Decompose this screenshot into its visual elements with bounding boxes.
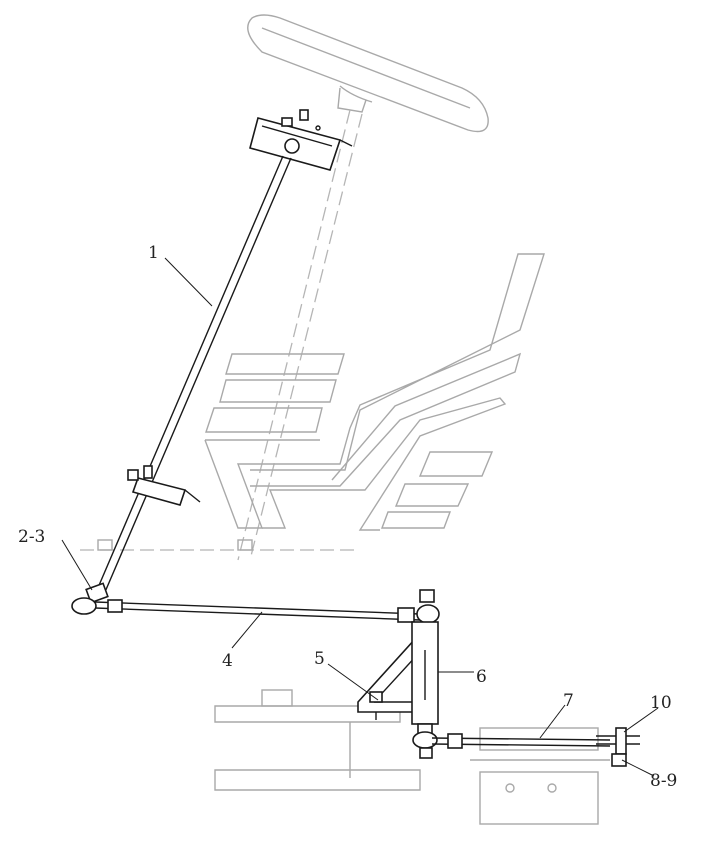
callout-6: 6 <box>476 667 487 687</box>
steering-shaft <box>96 155 292 593</box>
chassis-outline <box>214 689 610 825</box>
steering-wheel-outline <box>237 14 489 561</box>
callout-1: 1 <box>148 243 159 263</box>
callout-4: 4 <box>222 651 233 671</box>
tie-rod <box>412 731 640 759</box>
callout-8-9: 8-9 <box>650 771 677 791</box>
pivot-tube <box>411 621 439 735</box>
universal-joint <box>71 582 109 615</box>
callout-2-3: 2-3 <box>18 527 45 547</box>
floor-mount-line <box>80 539 355 551</box>
logo-outline <box>204 253 545 531</box>
callout-7: 7 <box>563 691 574 711</box>
callout-10: 10 <box>650 693 672 713</box>
upper-clamp <box>249 109 353 171</box>
ghost-background <box>80 14 610 825</box>
middle-clamp <box>127 465 201 506</box>
callout-5: 5 <box>314 649 325 669</box>
leader-lines <box>61 257 659 777</box>
end-clamp <box>611 727 627 767</box>
drag-link <box>94 589 440 624</box>
callout-labels: 1 2-3 4 5 6 7 10 8-9 <box>18 243 677 791</box>
